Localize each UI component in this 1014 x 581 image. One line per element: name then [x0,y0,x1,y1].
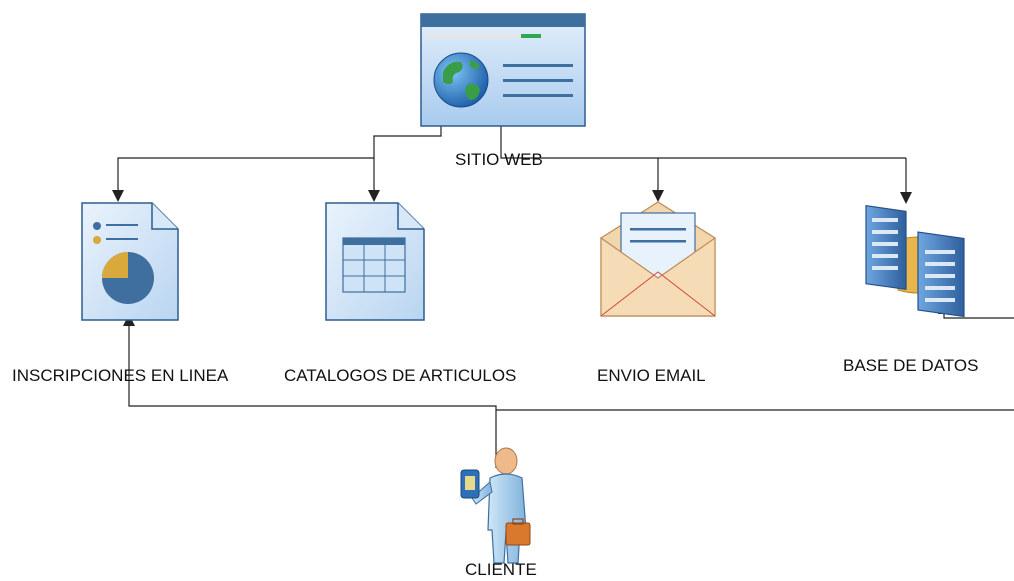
site-label: SITIO WEB [455,150,543,169]
node-label-inscripciones: INSCRIPCIONES EN LINEA [12,366,229,385]
node-label-catalogos: CATALOGOS DE ARTICULOS [284,366,517,385]
table-document-icon [325,202,425,321]
connector-site-inscripciones [112,112,442,202]
user-with-device-icon [460,447,531,564]
client-label: CLIENTE [465,560,537,579]
connector-site-main [500,126,906,159]
globe-icon [433,52,489,108]
envelope-icon [600,201,716,317]
report-document-icon [81,202,179,321]
node-label-bd: BASE DE DATOS [843,356,979,375]
website-icon [420,13,586,127]
connector-client-inscripciones [123,314,497,468]
node-label-email: ENVIO EMAIL [597,366,706,385]
connectors [112,112,1014,468]
database-servers-icon [865,205,965,318]
